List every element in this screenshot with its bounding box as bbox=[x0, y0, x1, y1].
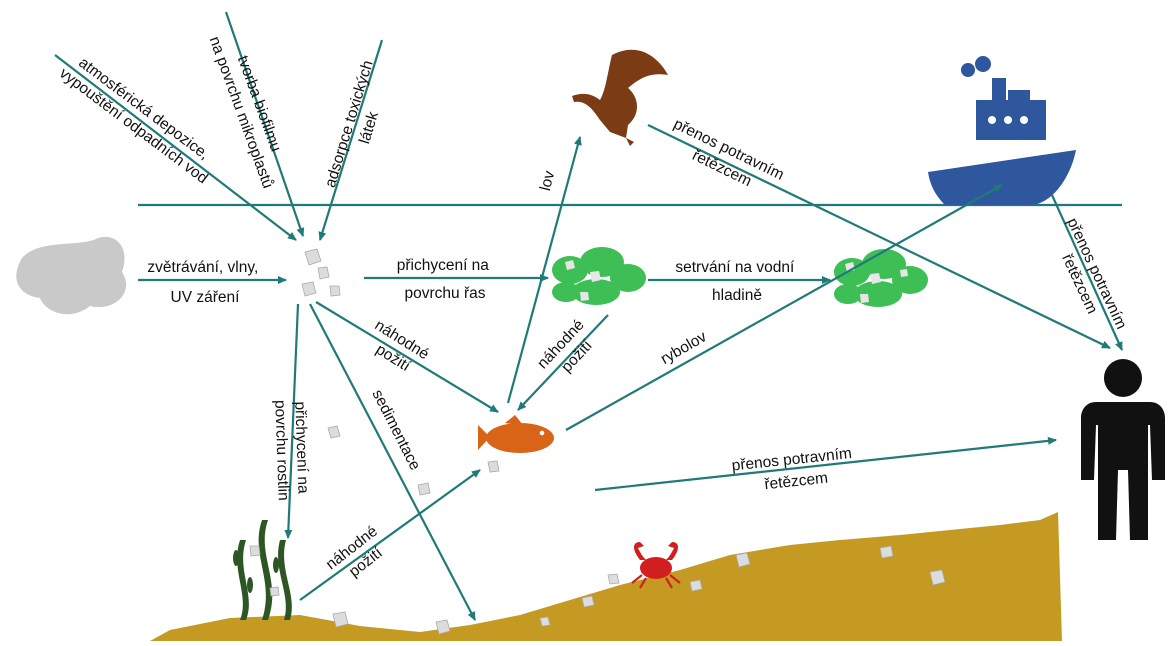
seaweed-icon bbox=[233, 520, 292, 620]
label-transfer-fish: přenos potravním řetězcem bbox=[731, 445, 859, 497]
label-transfer-eagle: přenos potravním řetězcem bbox=[662, 116, 791, 204]
arrow-fishing bbox=[566, 185, 1002, 430]
label-hunt: lov bbox=[537, 169, 558, 193]
algae-icon bbox=[552, 247, 646, 305]
label-adsorb: adsorpce toxických látek bbox=[322, 54, 397, 195]
human-icon bbox=[1081, 359, 1165, 540]
algae-icon bbox=[834, 249, 928, 307]
fish-icon bbox=[478, 415, 554, 453]
ship-icon bbox=[928, 56, 1076, 205]
label-weathering: zvětrávání, vlny, UV záření bbox=[147, 259, 262, 306]
label-biofilm: tvorba biofilmu na povrchu mikroplastů bbox=[206, 28, 296, 191]
microplastic-icon bbox=[302, 249, 340, 296]
label-fishing: rybolov bbox=[658, 328, 710, 368]
sediment-floor bbox=[150, 512, 1062, 641]
label-attach-algae: přichycení na povrchu řas bbox=[397, 257, 494, 302]
label-ingest-algae: náhodné požití bbox=[534, 313, 605, 386]
arrow-ingest-plant bbox=[300, 470, 480, 600]
label-atmos: atmosférická depozice, vypouštění odpadn… bbox=[56, 49, 223, 187]
label-ingest-plant: náhodné požití bbox=[323, 520, 397, 589]
label-transfer-ship: přenos potravním řetězcem bbox=[1045, 215, 1131, 344]
label-surface: setrvání na vodní hladině bbox=[675, 259, 798, 304]
rock-icon bbox=[16, 237, 126, 314]
eagle-icon bbox=[572, 50, 668, 146]
label-ingest-1: náhodné požití bbox=[361, 317, 435, 383]
